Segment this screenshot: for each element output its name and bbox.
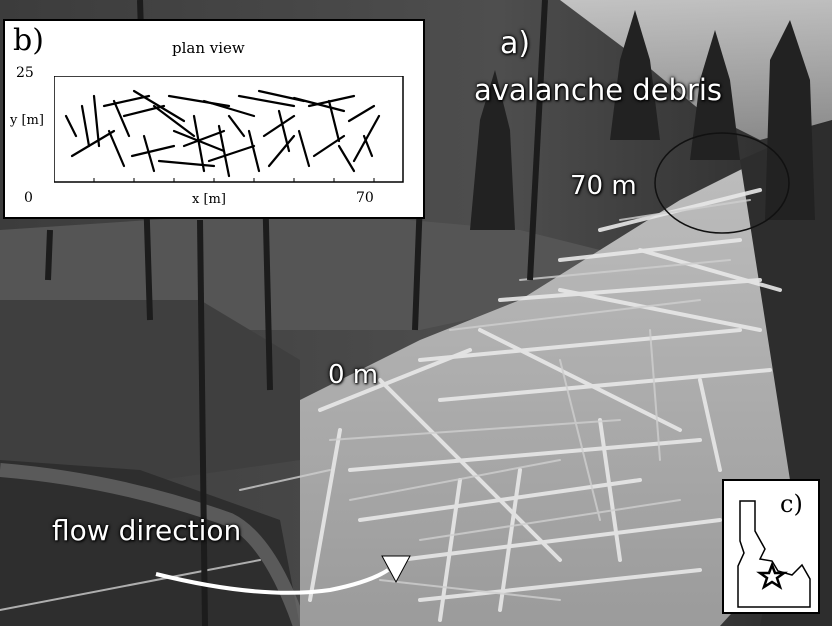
log-orientation-marks [64,89,381,178]
flow-direction-label: flow direction [52,514,242,547]
flow-arrow-line [155,568,390,595]
panel-b-label: b) [13,23,44,58]
panel-a-label: a) [500,26,531,61]
y-axis-label: y [m] [10,113,44,128]
plan-view-inset: b) plan view 25 0 70 y [m] x [m] [3,19,425,219]
plan-view-title: plan view [172,39,245,57]
plan-view-plot [54,76,404,183]
y-tick-bottom: 0 [24,190,33,206]
x-tick-right: 70 [356,190,374,206]
x-axis-label: x [m] [192,192,226,207]
panel-c-label: c) [780,490,803,518]
distance-near-label: 0 m [328,360,379,390]
debris-outline-ellipse [654,132,790,234]
avalanche-debris-label: avalanche debris [474,73,723,107]
location-map-inset: c) [722,479,820,614]
flow-arrow-head [381,555,411,584]
distance-far-label: 70 m [570,171,637,201]
star-icon [756,561,788,590]
idaho-map [737,500,811,608]
y-tick-top: 25 [16,65,34,81]
